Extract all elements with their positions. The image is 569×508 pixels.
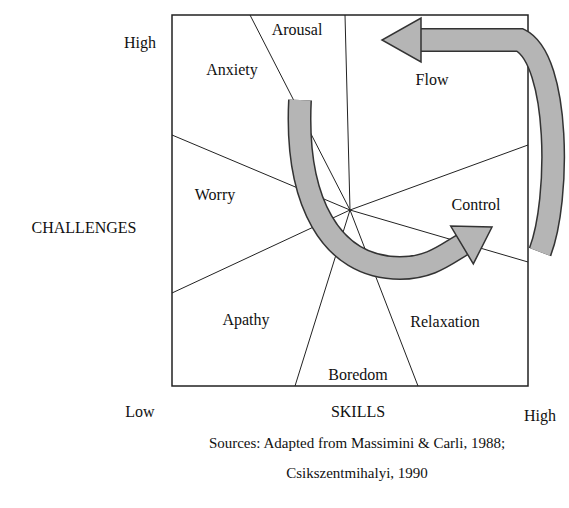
state-label: Arousal — [272, 20, 323, 39]
state-label: Worry — [195, 185, 235, 204]
sector-lines — [172, 15, 528, 386]
cycle-arrow-middle — [300, 100, 492, 268]
source-caption: Sources: Adapted from Massimini & Carli,… — [177, 428, 537, 488]
state-label: Apathy — [222, 310, 269, 329]
axis-tick: High — [524, 406, 556, 425]
cycle-arrow-top — [382, 18, 553, 252]
state-label: Flow — [416, 70, 449, 89]
axis-tick: Low — [125, 402, 154, 421]
state-label: Boredom — [328, 365, 388, 384]
axis-title: SKILLS — [331, 402, 385, 421]
state-label: Anxiety — [206, 60, 258, 79]
state-label: Relaxation — [410, 312, 479, 331]
axis-title: CHALLENGES — [32, 218, 137, 237]
state-label: Control — [452, 195, 501, 214]
axis-tick: High — [124, 33, 156, 52]
model-square — [172, 15, 528, 386]
